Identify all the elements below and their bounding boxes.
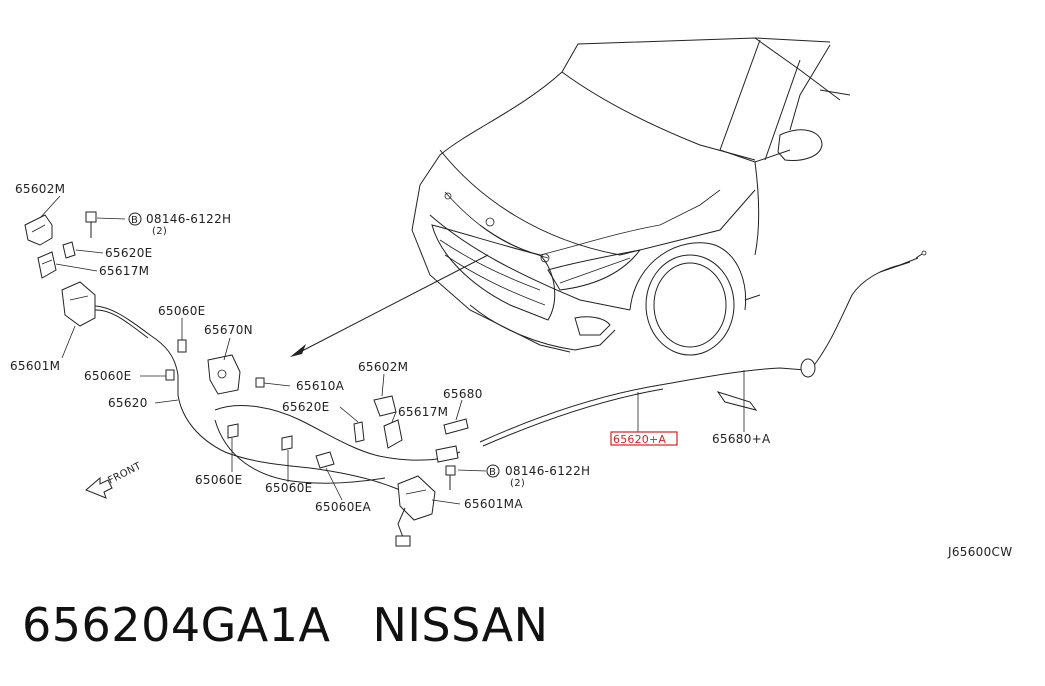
- bolt-marker-a: B: [128, 212, 142, 226]
- label-65060e[interactable]: 65060E: [195, 473, 243, 487]
- bolt-marker-letter: B: [489, 467, 496, 478]
- label-bolt-qty: (2): [510, 478, 525, 489]
- label-65060e[interactable]: 65060E: [158, 304, 206, 318]
- label-65601ma[interactable]: 65601MA: [464, 497, 523, 511]
- label-65060e[interactable]: 65060E: [84, 369, 132, 383]
- label-65060e[interactable]: 65060E: [265, 481, 313, 495]
- leader-lines: [39, 195, 745, 505]
- label-65620e[interactable]: 65620E: [282, 400, 330, 414]
- label-65602m[interactable]: 65602M: [15, 182, 65, 196]
- front-label: FRONT: [106, 460, 143, 486]
- label-65602m[interactable]: 65602M: [358, 360, 408, 374]
- label-bolt-qty: (2): [152, 226, 167, 237]
- label-bolt-08146[interactable]: 08146-6122H: [146, 212, 231, 226]
- front-arrow-icon: [85, 476, 113, 499]
- label-65617m[interactable]: 65617M: [398, 405, 448, 419]
- part-labels: 65602M 08146-6122H (2) 65620E 65617M 656…: [10, 182, 1012, 559]
- cable-routes: [91, 250, 927, 493]
- label-65617m[interactable]: 65617M: [99, 264, 149, 278]
- label-65620e[interactable]: 65620E: [105, 246, 153, 260]
- front-indicator: FRONT: [85, 460, 144, 499]
- label-65060ea[interactable]: 65060EA: [315, 500, 372, 514]
- label-bolt-08146[interactable]: 08146-6122H: [505, 464, 590, 478]
- car-illustration: [411, 37, 851, 356]
- label-65601m[interactable]: 65601M: [10, 359, 60, 373]
- parts-left: [24, 211, 335, 469]
- label-65680a[interactable]: 65680+A: [712, 432, 771, 446]
- part-caption: 656204GA1A NISSAN: [22, 598, 549, 652]
- label-65680[interactable]: 65680: [443, 387, 483, 401]
- label-65620[interactable]: 65620: [108, 396, 148, 410]
- parts-middle: [353, 358, 816, 547]
- highlighted-part[interactable]: 65620+A: [610, 431, 678, 446]
- part-number: 656204GA1A: [22, 598, 331, 652]
- label-65620a[interactable]: 65620+A: [613, 433, 666, 446]
- bolt-marker-letter: B: [131, 215, 138, 226]
- label-65670n[interactable]: 65670N: [204, 323, 253, 337]
- bolt-marker-b: B: [486, 464, 500, 478]
- label-65610a[interactable]: 65610A: [296, 379, 345, 393]
- diagram-code: J65600CW: [947, 545, 1012, 559]
- pointer-arrow: [290, 254, 489, 357]
- brand-name: NISSAN: [372, 598, 549, 652]
